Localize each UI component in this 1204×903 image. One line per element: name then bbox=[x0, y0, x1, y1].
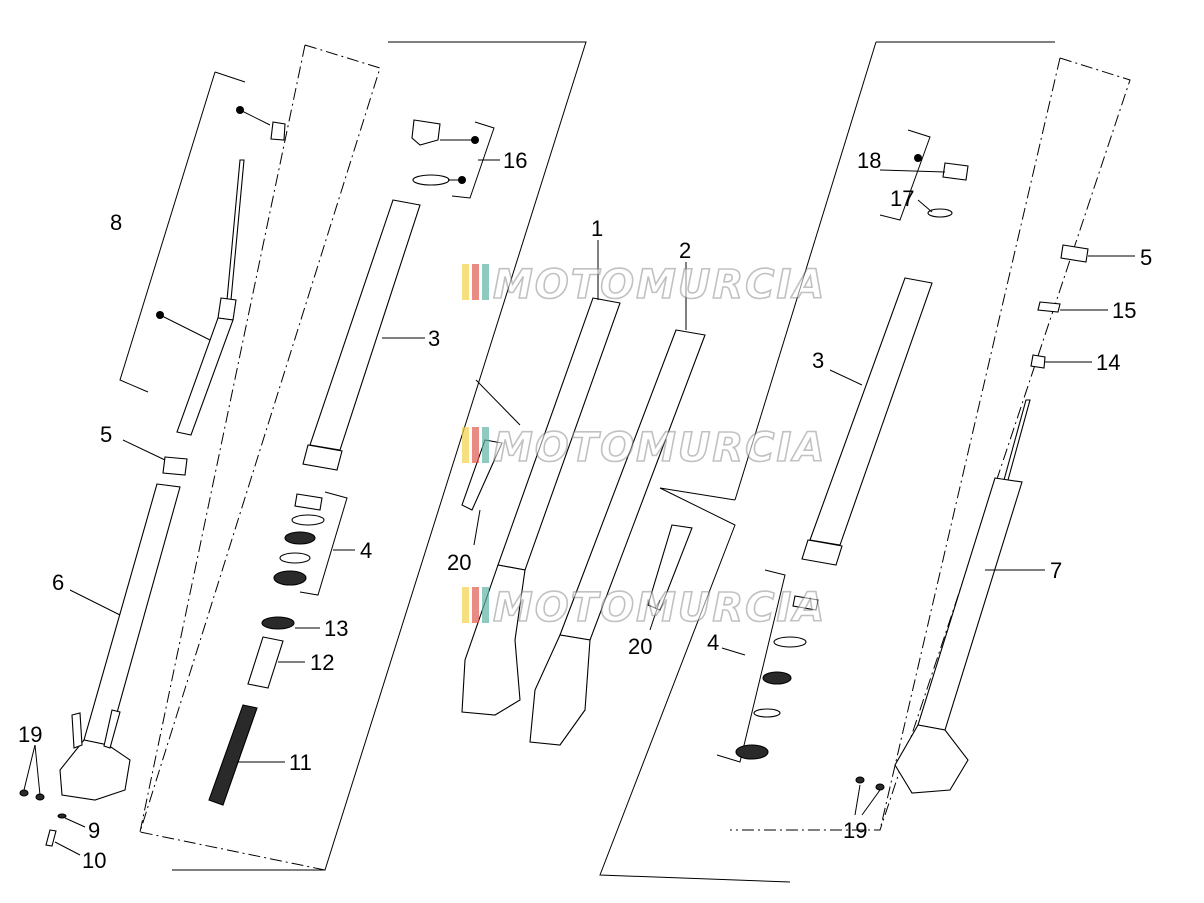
part-label-17: 17 bbox=[890, 186, 914, 211]
part-label-12: 12 bbox=[310, 650, 334, 675]
part-illustrations bbox=[19, 119, 1089, 847]
watermark-stripe-red bbox=[472, 427, 479, 463]
part-label-3-right: 3 bbox=[812, 348, 824, 373]
watermark-3: MOTOMURCIA bbox=[462, 584, 826, 632]
part-label-6: 6 bbox=[52, 570, 64, 595]
part-label-19-right: 19 bbox=[843, 818, 867, 843]
part-label-9: 9 bbox=[88, 818, 100, 843]
part-label-5-left: 5 bbox=[100, 422, 112, 447]
part-label-1: 1 bbox=[591, 216, 603, 241]
watermark-stripe-yellow bbox=[462, 264, 469, 300]
watermark-text: MOTOMURCIA bbox=[493, 262, 826, 308]
part-label-4-left: 4 bbox=[360, 538, 372, 563]
watermark-stripe-teal bbox=[482, 427, 489, 463]
watermark-text: MOTOMURCIA bbox=[493, 425, 826, 471]
watermark-stripe-red bbox=[472, 264, 479, 300]
group-brackets bbox=[119, 71, 931, 763]
group-outlines bbox=[139, 41, 1131, 883]
part-label-18: 18 bbox=[857, 148, 881, 173]
part-label-20-left: 20 bbox=[447, 550, 471, 575]
part-label-10: 10 bbox=[82, 848, 106, 873]
watermark-stripe-red bbox=[472, 587, 479, 623]
leader-lines bbox=[23, 109, 1135, 856]
watermark-text: MOTOMURCIA bbox=[493, 585, 826, 631]
part-label-14: 14 bbox=[1096, 350, 1120, 375]
watermark-stripe-teal bbox=[482, 264, 489, 300]
watermark-1: MOTOMURCIA bbox=[462, 261, 826, 309]
part-label-5-right: 5 bbox=[1140, 245, 1152, 270]
part-label-13: 13 bbox=[324, 616, 348, 641]
part-label-2: 2 bbox=[679, 238, 691, 263]
part-label-11: 11 bbox=[289, 750, 312, 775]
part-label-19-left: 19 bbox=[18, 722, 42, 747]
watermark-stripe-yellow bbox=[462, 427, 469, 463]
part-label-20-right: 20 bbox=[628, 634, 652, 659]
watermark-2: MOTOMURCIA bbox=[462, 424, 826, 472]
part-label-16: 16 bbox=[503, 148, 527, 173]
watermark-stripe-yellow bbox=[462, 587, 469, 623]
part-label-3-left: 3 bbox=[428, 326, 440, 351]
part-label-8: 8 bbox=[110, 210, 122, 235]
watermark-stripe-teal bbox=[482, 587, 489, 623]
part-label-15: 15 bbox=[1112, 298, 1136, 323]
part-labels: 1 2 3 3 4 4 5 5 6 7 8 9 10 11 12 13 14 1… bbox=[18, 148, 1152, 873]
part-label-7: 7 bbox=[1050, 558, 1062, 583]
part-label-4-right: 4 bbox=[707, 630, 719, 655]
